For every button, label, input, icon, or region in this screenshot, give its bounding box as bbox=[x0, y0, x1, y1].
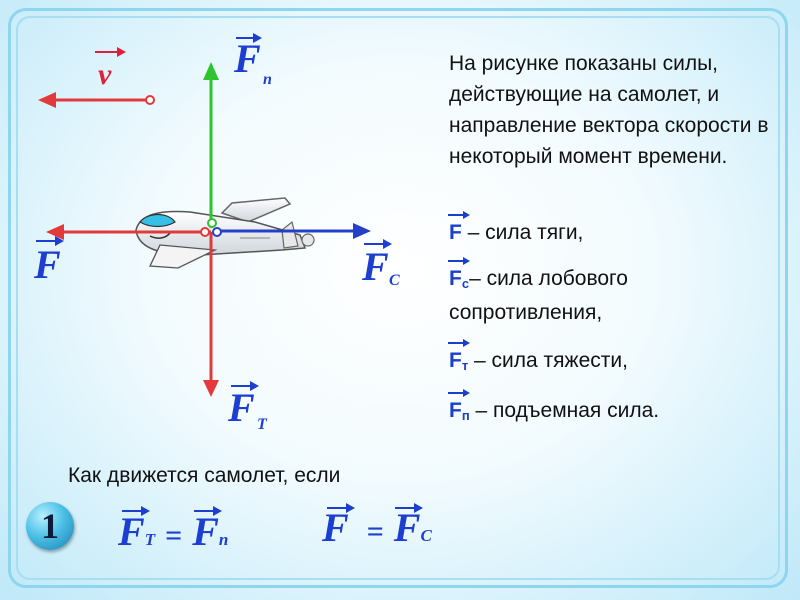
svg-text:Т: Т bbox=[257, 416, 268, 433]
question-number-badge: 1 bbox=[26, 502, 74, 550]
velocity-symbol: v bbox=[98, 58, 112, 91]
svg-text:С: С bbox=[389, 272, 400, 289]
velocity-label: v bbox=[95, 47, 126, 91]
formula-vector-arrows bbox=[122, 503, 423, 516]
legend-item-gravity: Fт – сила тяжести, bbox=[448, 339, 628, 380]
svg-text:п: п bbox=[263, 71, 272, 88]
legend-symbol: Fт bbox=[448, 339, 470, 380]
svg-text:F: F bbox=[361, 244, 389, 289]
gravity-force-arrow bbox=[203, 232, 219, 397]
vector-arrow-icon bbox=[448, 339, 470, 347]
drag-label: F С bbox=[361, 239, 400, 289]
svg-text:F: F bbox=[233, 36, 261, 81]
svg-text:F: F bbox=[227, 385, 255, 430]
legend-symbol: Fс bbox=[448, 257, 470, 298]
origin-point bbox=[200, 218, 222, 237]
lift-label: F п bbox=[233, 33, 272, 88]
question-text: Как движется самолет, если bbox=[68, 464, 341, 487]
vector-arrow-icon bbox=[448, 211, 470, 219]
formula-thrust-equals-drag: F = FС bbox=[322, 505, 432, 550]
description-text: На рисунке показаны силы, действующие на… bbox=[449, 52, 769, 168]
vector-arrow-icon bbox=[448, 257, 470, 265]
gravity-label: F Т bbox=[227, 381, 268, 433]
legend-symbol: F bbox=[448, 211, 470, 252]
legend-item-drag: Fс – сила лобового сопротивления, bbox=[448, 257, 628, 327]
inner-frame bbox=[16, 16, 780, 580]
legend-item-lift: Fп – подъемная сила. bbox=[448, 389, 659, 430]
legend-item-thrust: F – сила тяги, bbox=[448, 211, 583, 252]
drag-force-arrow bbox=[213, 223, 371, 239]
outer-frame bbox=[8, 8, 788, 588]
vector-arrow-icon bbox=[448, 389, 470, 397]
thrust-label: F bbox=[33, 236, 64, 287]
legend-symbol: Fп bbox=[448, 389, 470, 430]
svg-text:F: F bbox=[33, 242, 61, 287]
lift-force-arrow bbox=[203, 62, 219, 228]
thrust-force-arrow bbox=[46, 224, 211, 240]
formula-gravity-equals-lift: FТ = Fп bbox=[118, 509, 229, 554]
velocity-arrow bbox=[38, 92, 155, 108]
